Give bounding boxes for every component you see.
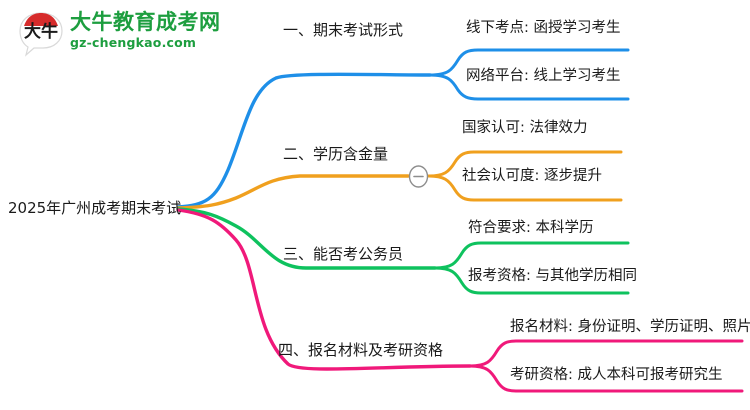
- branch-node-3[interactable]: 三、能否考公务员: [283, 245, 404, 263]
- leaf-node-1-1[interactable]: 线下考点: 函授学习考生: [466, 20, 621, 36]
- mindmap-root-node[interactable]: 2025年广州成考期末考试: [8, 199, 182, 217]
- leaf-node-3-2[interactable]: 报考资格: 与其他学历相同: [468, 268, 637, 284]
- branch-node-1[interactable]: 一、期末考试形式: [283, 21, 404, 39]
- branch-4-connector: [176, 208, 744, 393]
- leaf-node-4-2[interactable]: 考研资格: 成人本科可报考研究生: [510, 367, 723, 383]
- svg-text:大牛: 大牛: [24, 21, 58, 42]
- leaf-node-1-2[interactable]: 网络平台: 线上学习考生: [466, 68, 621, 84]
- branch-node-4[interactable]: 四、报名材料及考研资格: [278, 341, 444, 359]
- logo-text-block: 大牛教育成考网 gz-chengkao.com: [70, 9, 225, 51]
- leaf-node-2-1[interactable]: 国家认可: 法律效力: [462, 120, 588, 136]
- minus-circle-icon[interactable]: [408, 165, 429, 188]
- logo-subtitle: gz-chengkao.com: [70, 35, 197, 50]
- leaf-node-4-1[interactable]: 报名材料: 身份证明、学历证明、照片: [510, 319, 750, 335]
- logo-mark-icon: 大牛: [19, 12, 63, 57]
- leaf-node-2-2[interactable]: 社会认可度: 逐步提升: [462, 168, 602, 184]
- branch-node-2[interactable]: 二、学历含金量: [283, 145, 389, 163]
- leaf-node-3-1[interactable]: 符合要求: 本科学历: [468, 220, 594, 236]
- logo-title: 大牛教育成考网: [70, 10, 221, 34]
- site-logo[interactable]: 大牛 大牛教育成考网 gz-chengkao.com: [16, 8, 226, 60]
